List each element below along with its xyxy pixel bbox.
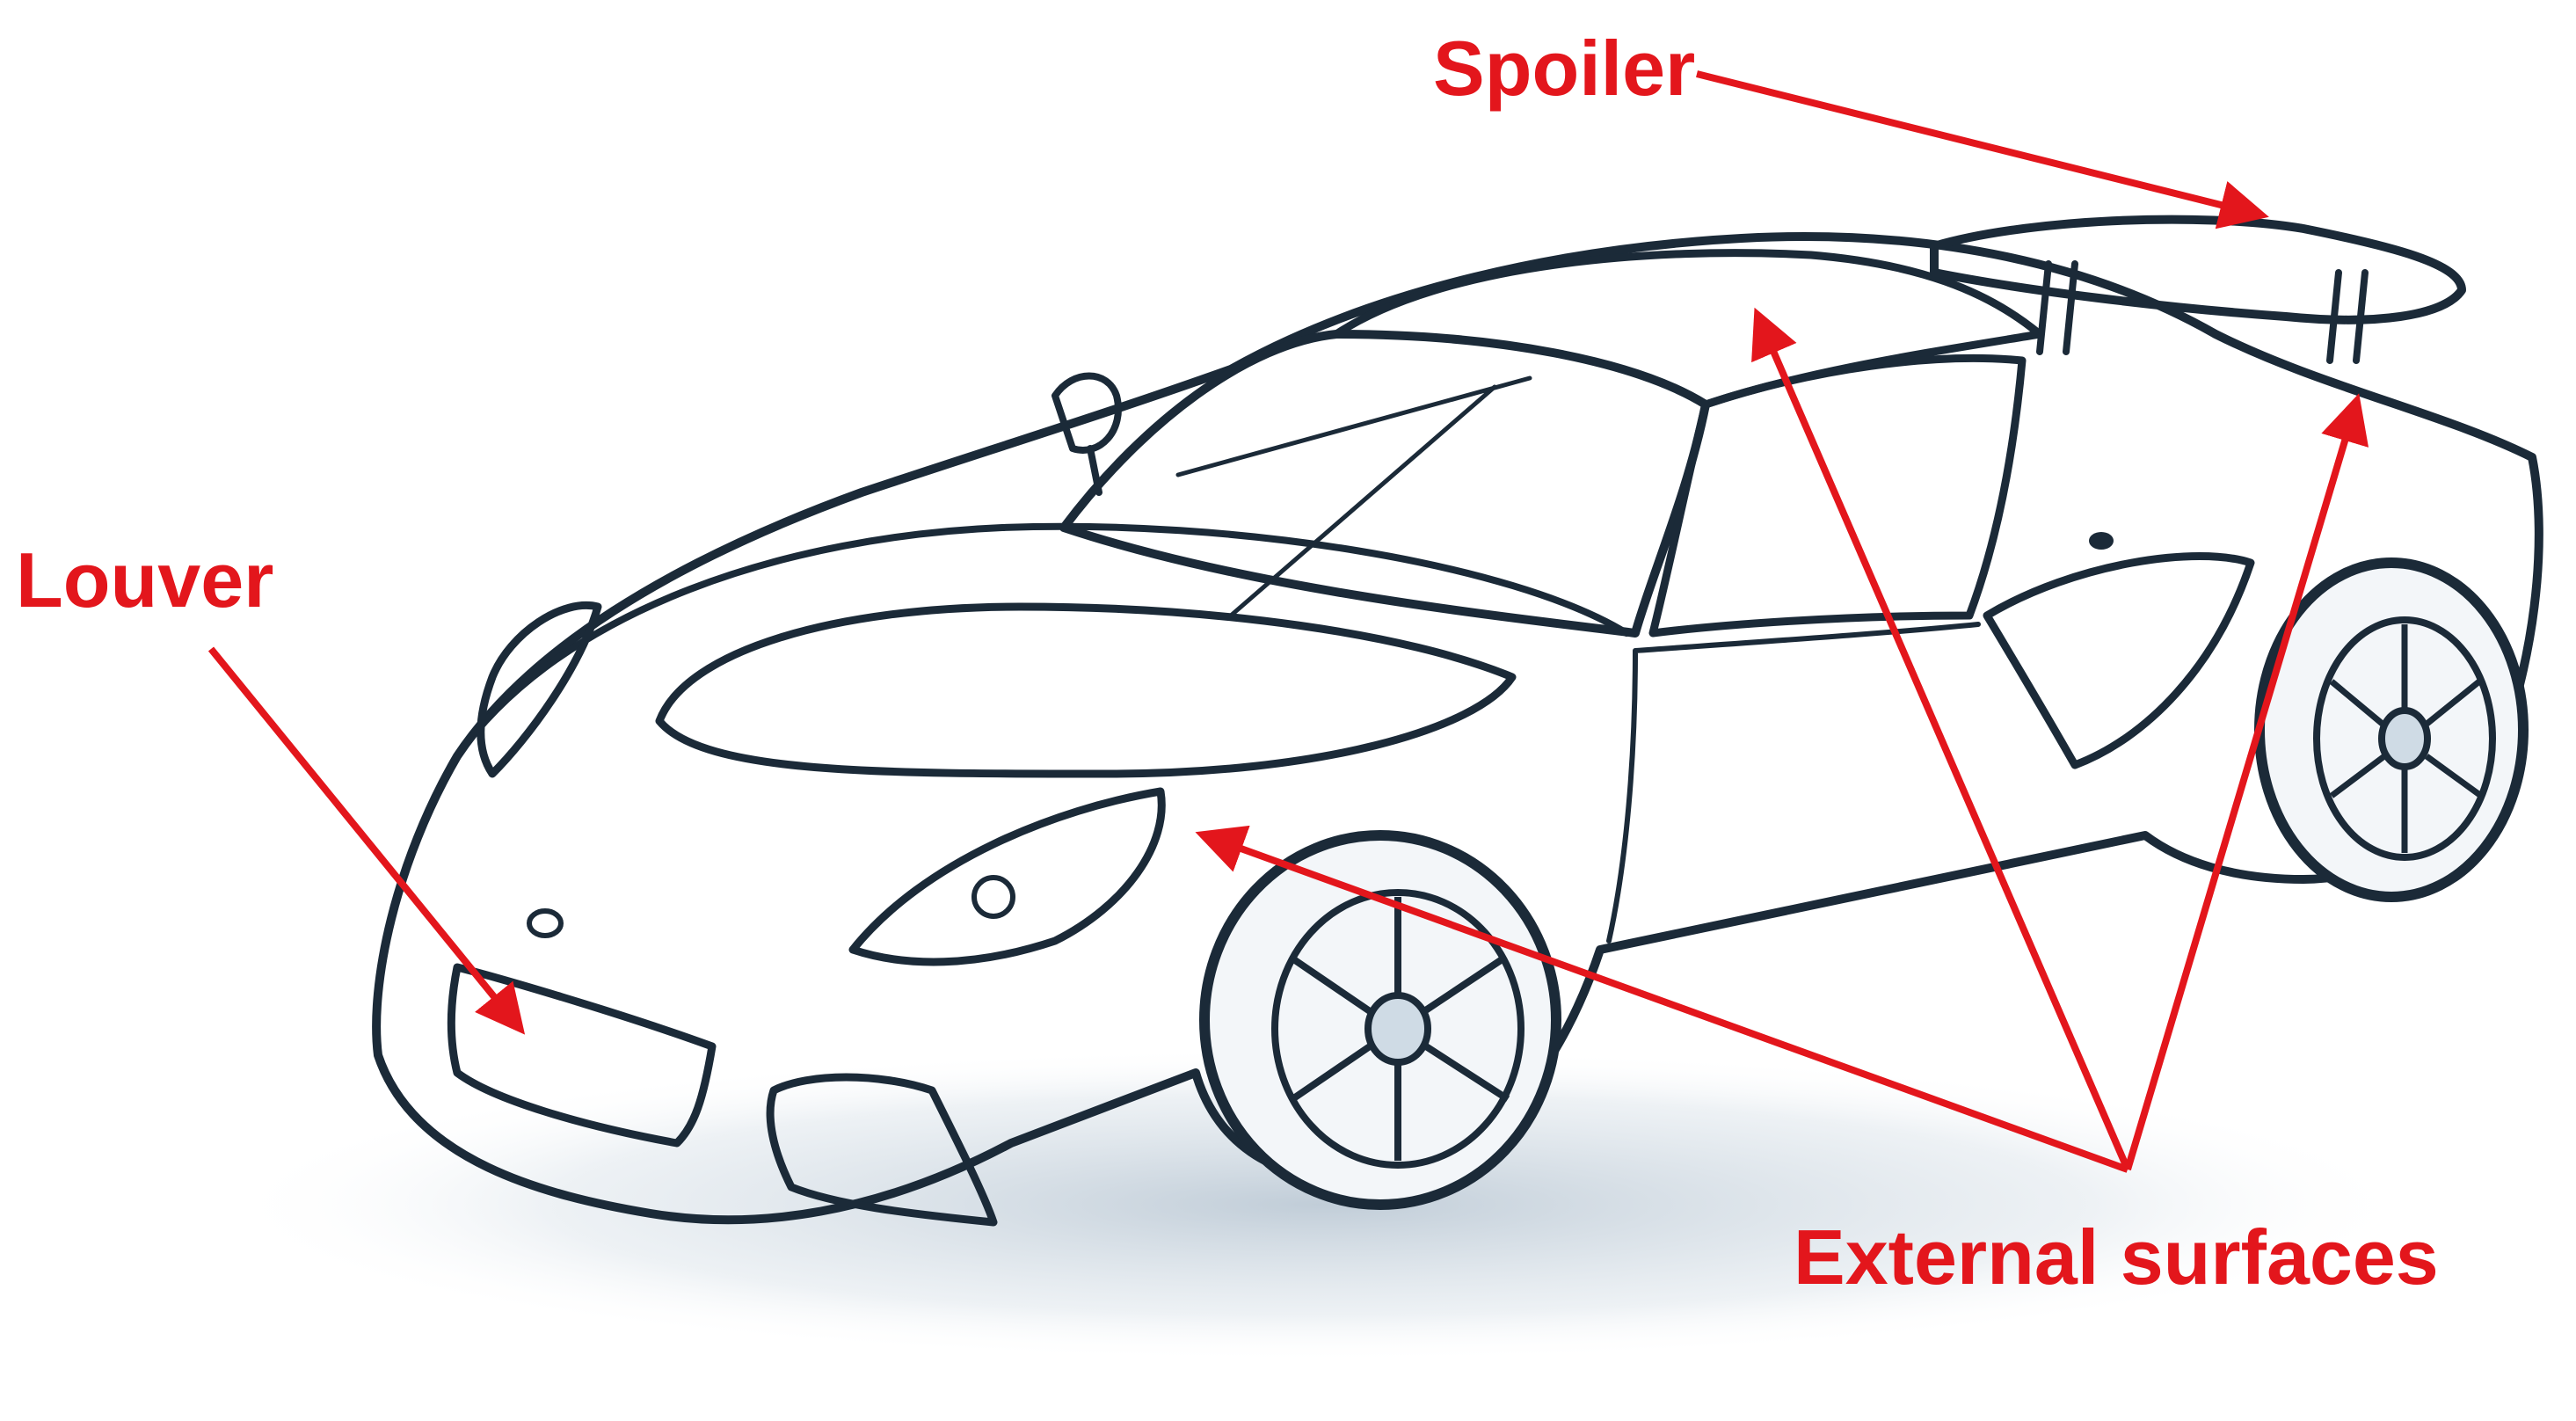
windshield-frame — [1175, 375, 1532, 618]
annotation-arrows — [207, 70, 2369, 1173]
mirror-stalk — [1087, 445, 1102, 496]
rear-wheel — [2254, 557, 2529, 902]
spoiler-arrow — [1696, 70, 2269, 230]
louver-arrow — [207, 646, 526, 1035]
spoiler-strut-right — [2326, 269, 2369, 364]
door-handle — [2089, 532, 2114, 550]
side-intake — [1983, 552, 2255, 769]
rear-spoiler — [1930, 215, 2466, 324]
badge — [527, 908, 564, 938]
side-window — [1648, 353, 2027, 638]
louver-grille — [447, 963, 717, 1148]
car-hood — [454, 522, 1630, 760]
spoiler-strut-left — [2036, 260, 2078, 355]
external-arrow-rear — [2124, 393, 2369, 1171]
headlight-left — [477, 601, 602, 778]
lower-intake — [766, 1073, 998, 1227]
car-body — [372, 231, 2543, 1225]
external-surfaces-label: External surfaces — [1794, 1213, 2439, 1301]
door-line — [1606, 622, 1981, 944]
headlight-right — [848, 787, 1166, 966]
external-arrow-roof — [1751, 307, 2131, 1171]
external-arrow-hood — [1195, 825, 2129, 1173]
louver-label: Louver — [16, 536, 273, 623]
spoiler-label: Spoiler — [1433, 25, 1695, 112]
headlight-lamp — [971, 875, 1015, 919]
front-wheel — [1199, 830, 1561, 1210]
hood-vent — [655, 602, 1517, 778]
